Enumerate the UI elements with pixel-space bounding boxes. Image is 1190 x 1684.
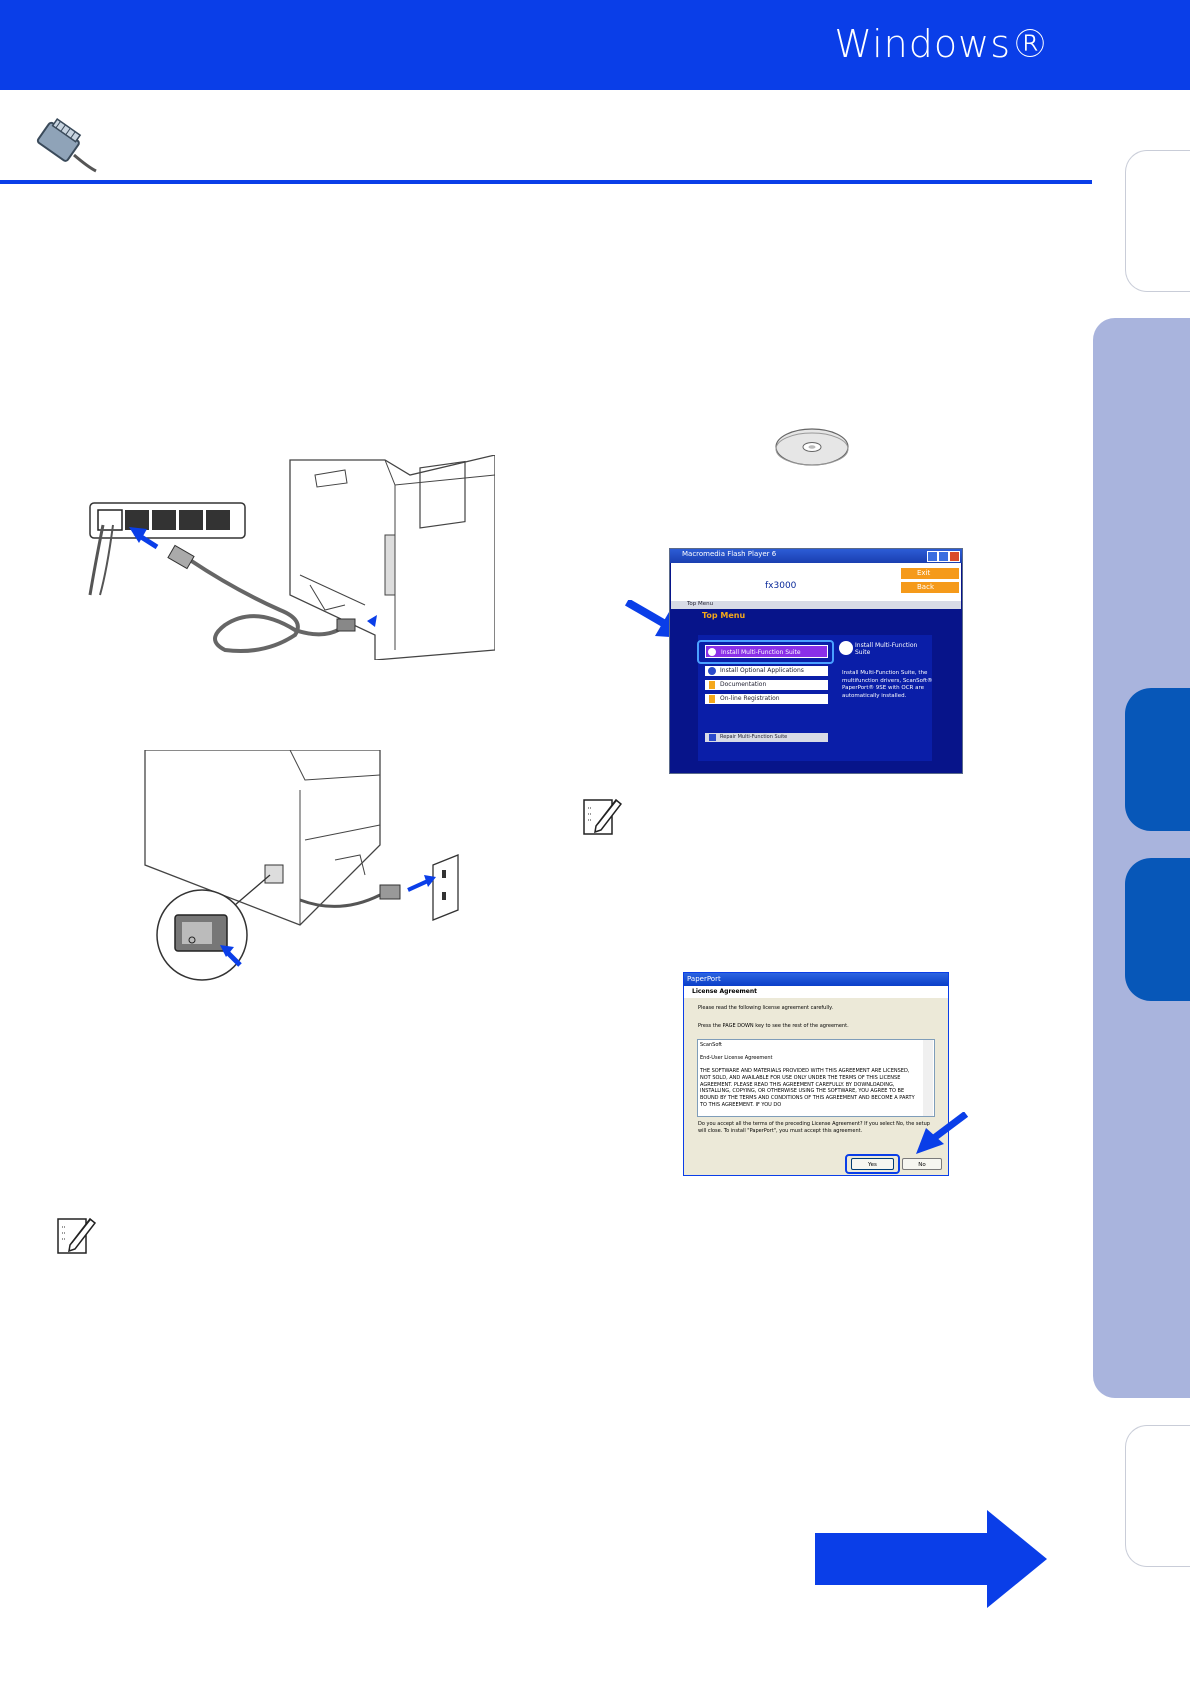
flash-title-bar: Macromedia Flash Player 6 [670,549,962,563]
side-tab-active-1[interactable] [1125,688,1190,831]
menu-item-optional-apps[interactable]: Install Optional Applications [705,666,828,676]
menu-item-install-suite[interactable]: Install Multi-Function Suite [705,645,828,658]
paperport-header: License Agreement [684,986,948,998]
info-globe-icon [839,641,853,655]
side-tab-active-2[interactable] [1125,858,1190,1001]
network-cable-icon [30,115,100,175]
license-body: THE SOFTWARE AND MATERIALS PROVIDED WITH… [700,1068,915,1108]
menu-heading: Top Menu [702,611,746,620]
registration-icon [709,695,715,703]
section-rule [0,180,1092,184]
yes-highlight-ring [845,1154,900,1174]
install-icon [708,648,716,656]
license-heading: End-User License Agreement [700,1055,773,1061]
side-tab-bottom[interactable] [1125,1425,1190,1567]
accept-question: Do you accept all the terms of the prece… [698,1121,930,1134]
document-icon [709,681,715,689]
license-company: ScanSoft [700,1042,723,1048]
info-body: Install Multi-Function Suite, the multif… [842,670,933,699]
maximize-button[interactable] [938,551,949,562]
exit-button[interactable]: Exit [901,568,959,579]
note-icon [582,796,622,836]
cd-rom-icon [775,427,850,467]
yes-button[interactable]: Yes [851,1158,894,1170]
flash-player-window: Macromedia Flash Player 6 fx3000 Exit Ba… [669,548,963,774]
power-switch-illustration [140,750,475,990]
menu-item-documentation[interactable]: Documentation [705,680,828,690]
header-bar: Windows® [0,0,1190,90]
globe-icon [708,667,716,675]
instructions-2: Press the PAGE DOWN key to see the rest … [698,1023,849,1029]
paperport-window: PaperPort License Agreement Please read … [683,972,949,1176]
back-button[interactable]: Back [901,582,959,593]
side-tab-top[interactable] [1125,150,1190,292]
menu-item-online-registration[interactable]: On-line Registration [705,694,828,704]
pointer-arrow-yes [912,1112,968,1156]
section-title: License Agreement [692,988,758,995]
license-text-box[interactable]: ScanSoft End-User License Agreement THE … [697,1039,935,1117]
paperport-title-bar: PaperPort [684,973,948,986]
breadcrumb: Top Menu [687,601,714,607]
lan-connection-illustration [85,455,495,660]
info-title: Install Multi-Function Suite [855,642,918,656]
no-button[interactable]: No [902,1158,942,1170]
close-button[interactable] [949,551,960,562]
menu-item-highlight-ring [697,640,834,664]
next-page-arrow-icon[interactable] [815,1510,1047,1608]
repair-icon [709,734,716,741]
note-icon-left [56,1215,98,1255]
license-scrollbar[interactable] [923,1040,933,1116]
flash-window-title: Macromedia Flash Player 6 [682,550,777,558]
minimize-button[interactable] [927,551,938,562]
instructions-1: Please read the following license agreem… [698,1005,833,1011]
model-name: fx3000 [765,581,797,591]
page-title: Windows® [834,22,1050,66]
breadcrumb-bar: Top Menu [671,601,961,609]
paperport-window-title: PaperPort [687,975,721,983]
flash-header-area: fx3000 Exit Back [671,563,961,601]
menu-item-repair-suite[interactable]: Repair Multi-Function Suite [705,733,828,742]
